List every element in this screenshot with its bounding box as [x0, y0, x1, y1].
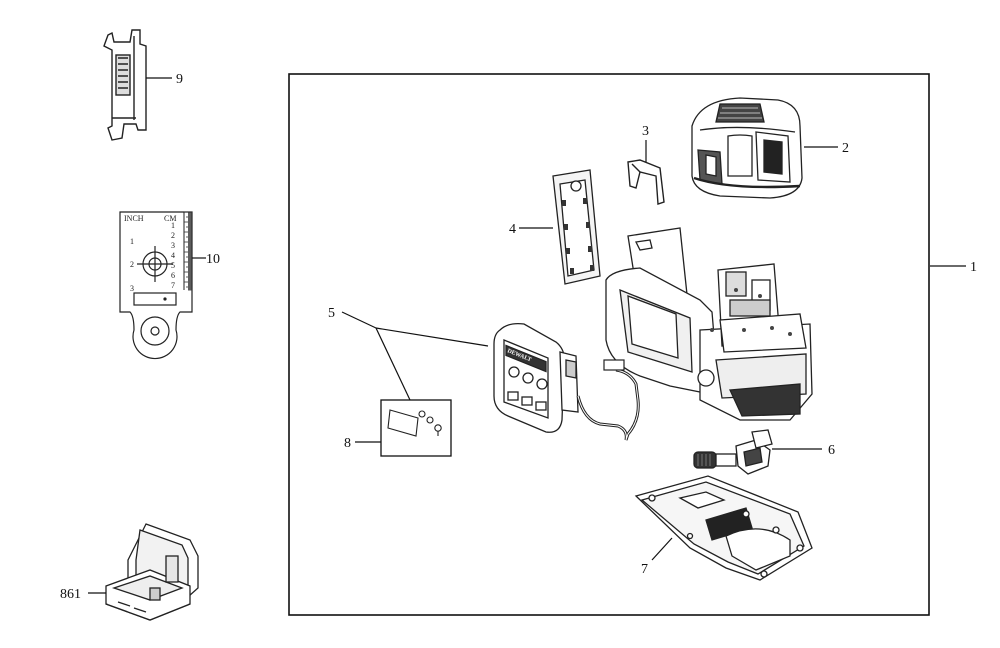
part-1-laser-housing	[605, 227, 813, 421]
callout-7: 7	[641, 562, 648, 577]
cable-connector	[603, 359, 625, 371]
leader-5	[341, 311, 489, 401]
cm-mark: 1	[171, 221, 175, 230]
target-inch-marks: 1 2 3	[130, 237, 134, 293]
cm-mark: 7	[171, 281, 175, 290]
inch-mark: 2	[130, 260, 134, 269]
cm-mark: 6	[171, 271, 175, 280]
cm-mark: 5	[171, 261, 175, 270]
part-10-target-card	[119, 211, 193, 360]
part-8-label-screws	[387, 409, 442, 437]
part-3-clip	[627, 159, 665, 205]
callout-4: 4	[509, 222, 516, 237]
part-7-base-plate	[634, 475, 813, 581]
target-cm-marks: 1 2 3 4 5 6 7	[171, 221, 175, 290]
part-4-gasket	[552, 169, 601, 285]
inch-mark: 1	[130, 237, 134, 246]
callout-8: 8	[344, 436, 351, 451]
assembly-frame	[288, 73, 930, 616]
part-5-keypad	[493, 322, 579, 433]
callout-6: 6	[828, 443, 835, 458]
callout-3: 3	[642, 124, 649, 139]
callout-5: 5	[328, 306, 335, 321]
callout-2: 2	[842, 141, 849, 156]
callout-9: 9	[176, 72, 183, 87]
callout-861: 861	[60, 587, 81, 602]
callout-10: 10	[206, 252, 220, 267]
target-unit-inch: INCH	[124, 214, 144, 223]
target-card-scale-ticks	[184, 211, 192, 291]
part-9-bracket	[103, 29, 147, 141]
target-unit-cm: CM	[164, 214, 176, 223]
part-2-cover	[691, 97, 803, 199]
part-861-carry-case	[105, 523, 199, 621]
leader-7	[651, 537, 673, 561]
inch-mark: 3	[130, 284, 134, 293]
cm-mark: 4	[171, 251, 175, 260]
callout-1: 1	[970, 260, 977, 275]
cm-mark: 2	[171, 231, 175, 240]
part-6-adjuster	[693, 429, 773, 475]
ribbon-cable-inner	[577, 369, 639, 441]
cm-mark: 3	[171, 241, 175, 250]
ribbon-cable	[576, 368, 640, 441]
